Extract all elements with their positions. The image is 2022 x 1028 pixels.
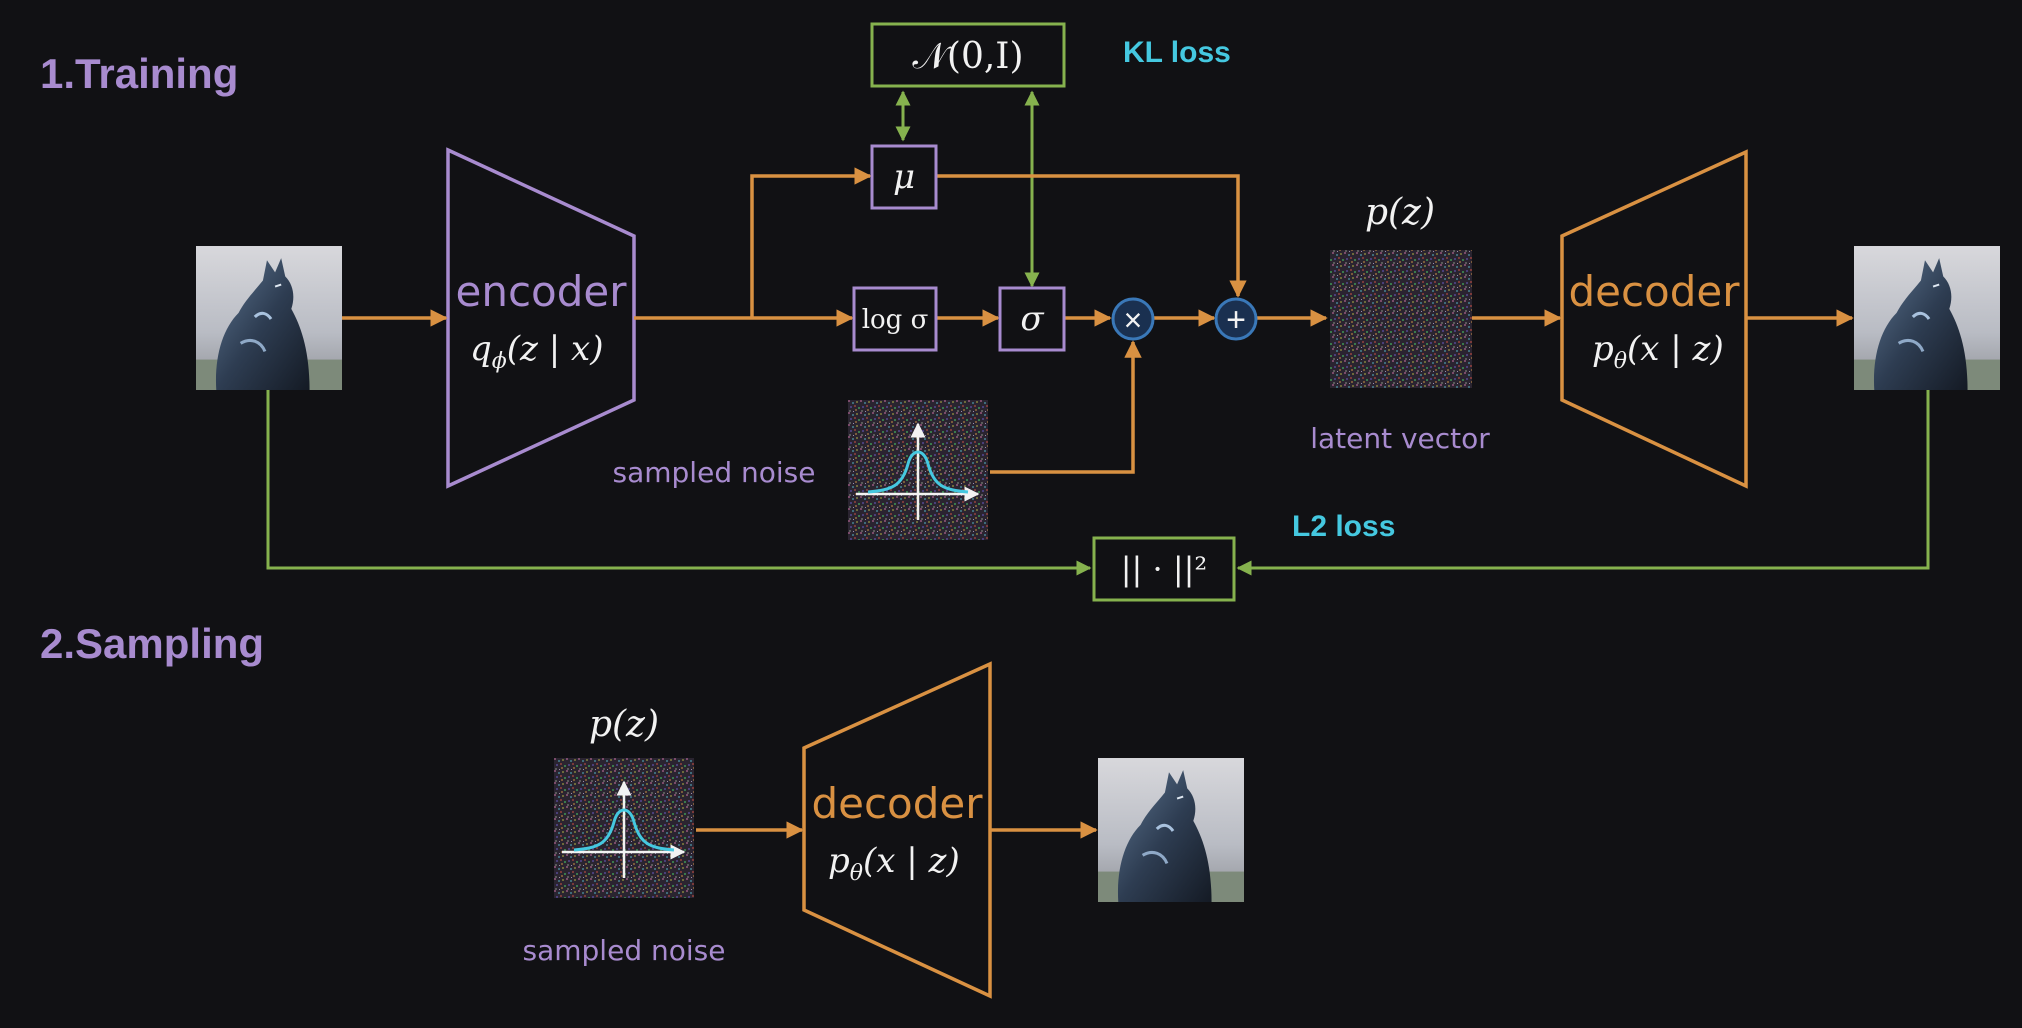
encoder-title: encoder	[455, 267, 627, 316]
decoder-distribution-sampling: pθ(x | z)	[828, 841, 960, 886]
decoder-distribution-training: pθ(x | z)	[1592, 329, 1724, 374]
latent-vector-label: latent vector	[1310, 422, 1490, 455]
logsigma-label: log σ	[862, 305, 929, 335]
arrow-noise-multiply	[990, 340, 1142, 474]
decoder-dist-args: (x | z)	[1627, 329, 1724, 369]
l2-norm-box: || · ||²	[1092, 536, 1236, 602]
decoder-dist-letter-sampling: p	[828, 841, 850, 881]
encoder-distribution: qϕ(z | x)	[470, 329, 603, 374]
latent-pz-label: p(z)	[1365, 192, 1435, 233]
l2-norm-label: || · ||²	[1121, 550, 1207, 588]
multiply-operator: ×	[1111, 297, 1155, 341]
decoder-block-training: decoder pθ(x | z)	[1560, 149, 1748, 489]
output-image-sampling	[1098, 758, 1244, 902]
prior-box: 𝒩(0,I)	[870, 22, 1066, 88]
arrow-mu-add	[936, 174, 1247, 298]
add-icon: +	[1226, 301, 1246, 339]
prior-label: 𝒩(0,I)	[912, 36, 1023, 77]
decoder-title-sampling: decoder	[811, 779, 983, 828]
encoder-dist-args: (z | x)	[507, 329, 604, 369]
sampling-pz-label: p(z)	[589, 704, 659, 745]
sigma-box: σ	[998, 286, 1066, 352]
sampled-noise-label-training: sampled noise	[613, 456, 816, 489]
gaussian-noise-icon	[848, 400, 988, 540]
add-operator: +	[1214, 297, 1258, 341]
noise-texture-icon	[1330, 250, 1472, 388]
sigma-label: σ	[1020, 299, 1044, 339]
decoder-dist-sub-sampling: θ	[850, 861, 863, 886]
mu-box: μ	[870, 144, 938, 210]
sampling-title: 2.Sampling	[40, 620, 264, 667]
kl-loss-label: KL loss	[1123, 36, 1231, 69]
gaussian-noise-icon-sampling	[554, 758, 694, 898]
decoder-dist-args-sampling: (x | z)	[863, 841, 960, 881]
arrow-encoder-mu	[750, 167, 872, 318]
logsigma-box: log σ	[852, 286, 938, 352]
decoder-title-training: decoder	[1568, 267, 1740, 316]
decoder-dist-sub: θ	[1614, 349, 1627, 374]
l2-loss-label: L2 loss	[1292, 510, 1395, 543]
l2-arrow-input	[266, 390, 1092, 576]
l2-arrow-output	[1236, 390, 1930, 576]
decoder-dist-letter: p	[1592, 329, 1614, 369]
encoder-dist-letter: q	[470, 329, 492, 369]
multiply-icon: ×	[1124, 302, 1143, 338]
encoder-dist-sub: ϕ	[492, 349, 507, 374]
output-image-training	[1854, 246, 2000, 390]
decoder-block-sampling: decoder pθ(x | z)	[802, 661, 992, 999]
mu-label: μ	[893, 157, 915, 197]
input-image	[196, 246, 342, 390]
training-title: 1.Training	[40, 50, 238, 97]
sampled-noise-label-sampling: sampled noise	[523, 934, 726, 967]
encoder-block: encoder qϕ(z | x)	[446, 147, 636, 489]
